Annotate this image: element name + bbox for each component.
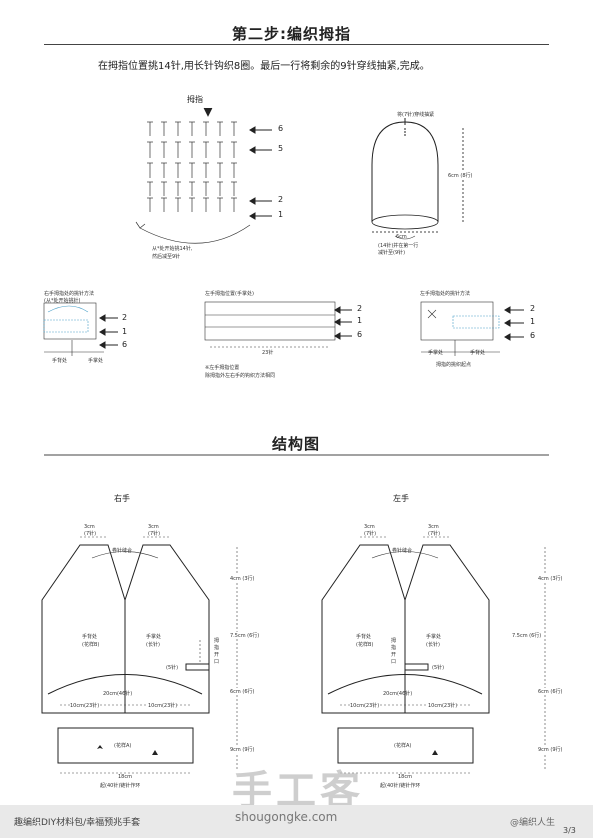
- step-title: 第二步:编织拇指: [232, 25, 351, 43]
- left-row-1: 1: [122, 327, 128, 336]
- rh-half-right: 10cm(23针): [148, 702, 178, 709]
- rh-thumb-stitches: (5针): [166, 665, 179, 671]
- rh-half-left: 10cm(23针): [70, 702, 100, 709]
- lh-thumb-stitches: (5针): [432, 665, 445, 671]
- lh-palm-sub: (长针): [426, 642, 440, 648]
- rh-seam: 卷针缝合: [112, 548, 133, 554]
- mid-note-1: ※左手拇指位置: [205, 365, 240, 371]
- rh-h1: 4cm (3行): [230, 575, 255, 582]
- mid-row-6: 6: [357, 330, 363, 339]
- thumb-note-2: 然后减至9针: [152, 254, 181, 260]
- lh-h3: 6cm (6行): [538, 688, 563, 695]
- mid-count: 23针: [262, 349, 274, 356]
- lh-h2: 7.5cm (6行): [512, 632, 542, 639]
- thumb-bottom-note-2: 减针至(9针): [378, 250, 406, 256]
- rh-back: 手背处: [82, 634, 98, 640]
- rh-top-right-sub: (7针): [148, 531, 161, 537]
- footer-bar: [0, 805, 593, 838]
- lh-width20: 20cm(46针): [383, 691, 413, 697]
- footer-text: 趣编织DIY材料包/幸福预兆手套: [14, 818, 141, 828]
- rh-top-left-sub: (7针): [84, 531, 97, 537]
- rh-h3: 6cm (6行): [230, 688, 255, 695]
- instruction-text: 在拇指位置挑14针,用长针钩织8圈。最后一行将剩余的9针穿线抽紧,完成。: [98, 61, 430, 72]
- thumb-note-1: 从*处开始挑14针,: [152, 246, 193, 252]
- rh-palm: 手掌处: [146, 634, 162, 640]
- rh-top-right: 3cm: [148, 524, 159, 530]
- thumb-top-note: 将(7针)穿线抽紧: [397, 112, 435, 118]
- lh-h1: 4cm (3行): [538, 575, 563, 582]
- left-hand-label: 左手: [393, 494, 409, 503]
- left-small-title-2: (从*处开始挑针): [44, 298, 81, 304]
- row-1: 1: [278, 210, 284, 219]
- lh-back: 手背处: [356, 634, 372, 640]
- lh-top-right-sub: (7针): [428, 531, 441, 537]
- lh-thumb-opening: 拇指开口: [391, 638, 397, 665]
- right-hand-label: 右手: [114, 494, 130, 503]
- rh-back-sub: (花样B): [82, 642, 100, 648]
- mid-small-title: 左手拇指位置(手掌处): [205, 291, 254, 297]
- rh-palm-sub: (长针): [146, 642, 160, 648]
- left-label-a: 手背处: [52, 358, 68, 364]
- thumb-width: 6cm: [396, 234, 407, 240]
- row-5: 5: [278, 144, 284, 153]
- lh-pattern-a: (花样A): [394, 743, 412, 749]
- mid-row-2: 2: [357, 304, 363, 313]
- footer-social: @编织人生: [510, 818, 556, 828]
- lh-top-right: 3cm: [428, 524, 439, 530]
- rh-thumb-opening: 拇指开口: [214, 638, 220, 665]
- watermark-url: shougongke.com: [235, 810, 338, 824]
- left-small-title-1: 右手拇指处的挑针方法: [44, 291, 95, 297]
- thumb-bottom-note-1: (14针)并在第一行: [378, 243, 419, 249]
- right-small-title: 左手拇指处的挑针方法: [420, 291, 471, 297]
- row-2: 2: [278, 195, 284, 204]
- rh-h2: 7.5cm (6行): [230, 632, 260, 639]
- rh-width20: 20cm(46针): [103, 691, 133, 697]
- lh-half-right: 10cm(23针): [428, 702, 458, 709]
- left-row-2: 2: [122, 313, 128, 322]
- lh-seam: 卷针缝合: [392, 548, 413, 554]
- right-row-2: 2: [530, 304, 536, 313]
- rh-bottom-width: 18cm: [118, 774, 132, 780]
- structure-title: 结构图: [272, 435, 321, 453]
- lh-h4: 9cm (9行): [538, 746, 563, 753]
- lh-bottom-note: 起(40针)链针作环: [380, 783, 421, 789]
- rh-bottom-note: 起(40针)链针作环: [100, 783, 141, 789]
- rh-top-left: 3cm: [84, 524, 95, 530]
- mid-note-2: 除拇指外左右手的钩织方法相同: [205, 373, 276, 379]
- row-6: 6: [278, 124, 284, 133]
- left-row-6: 6: [122, 340, 128, 349]
- right-row-1: 1: [530, 317, 536, 326]
- right-label-a: 手掌处: [428, 350, 444, 356]
- rh-h4: 9cm (9行): [230, 746, 255, 753]
- right-label-b: 手背处: [470, 350, 486, 356]
- lh-top-left-sub: (7针): [364, 531, 377, 537]
- footer-page: 3/3: [563, 826, 576, 835]
- rh-pattern-a: (花样A): [114, 743, 132, 749]
- lh-back-sub: (花样B): [356, 642, 374, 648]
- lh-palm: 手掌处: [426, 634, 442, 640]
- mid-row-1: 1: [357, 316, 363, 325]
- right-note: 拇指的挑织起点: [436, 362, 472, 368]
- lh-top-left: 3cm: [364, 524, 375, 530]
- title-divider: [44, 44, 549, 45]
- right-row-6: 6: [530, 331, 536, 340]
- left-label-b: 手掌处: [88, 358, 104, 364]
- thumb-label: 拇指: [187, 95, 203, 104]
- lh-half-left: 10cm(23针): [350, 702, 380, 709]
- thumb-height: 6cm (8行): [448, 172, 473, 179]
- lh-bottom-width: 18cm: [398, 774, 412, 780]
